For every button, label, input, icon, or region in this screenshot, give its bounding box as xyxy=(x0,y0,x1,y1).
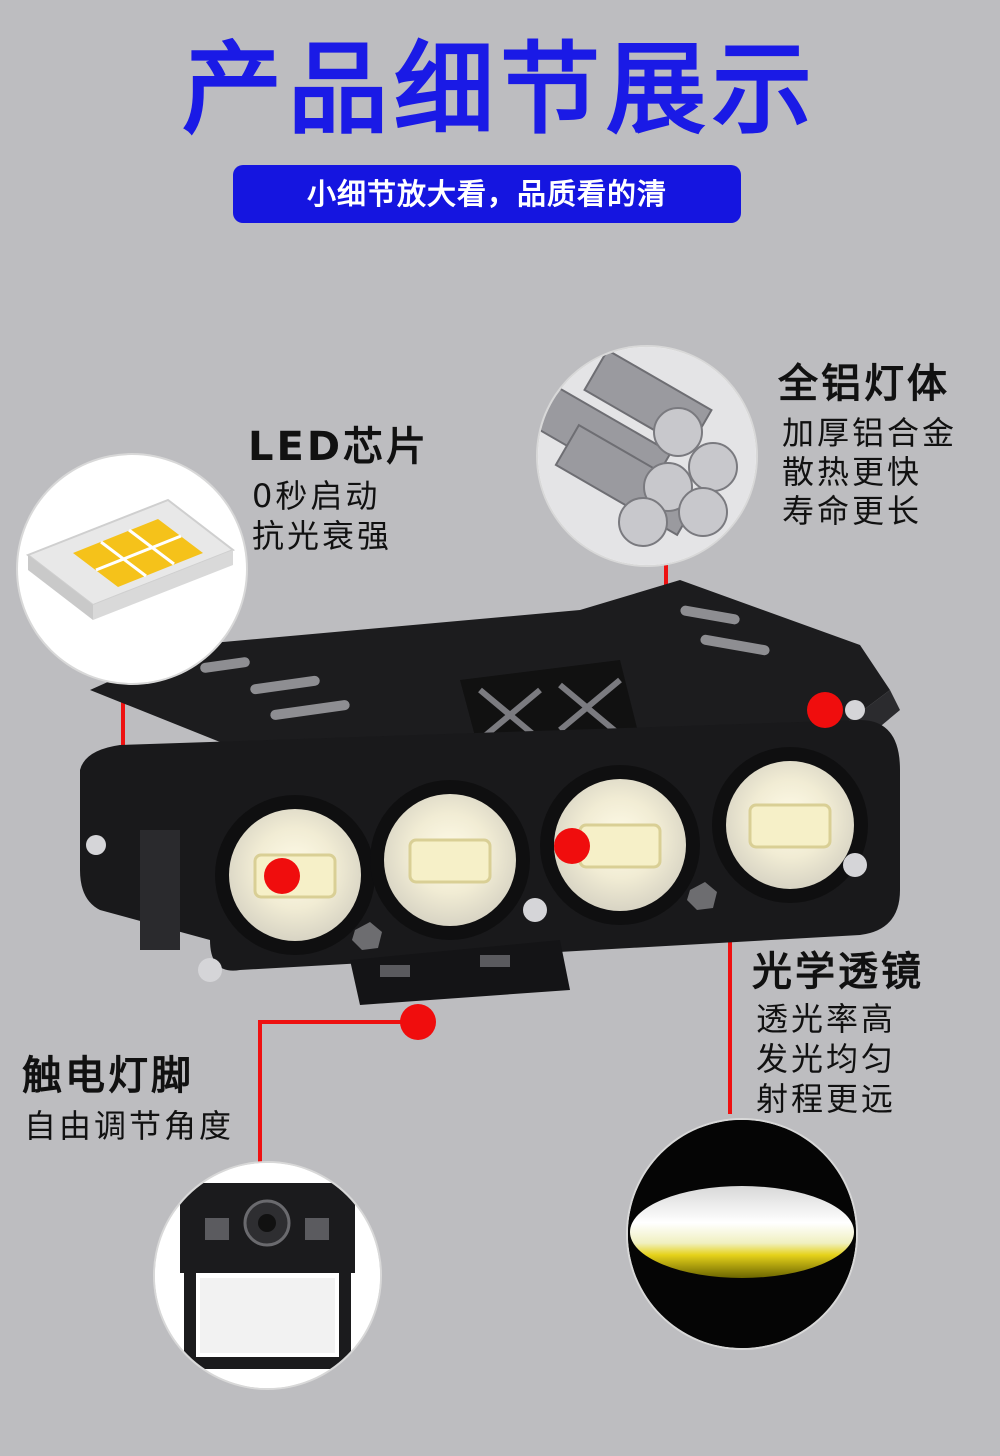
feature-led-title: LED芯片 xyxy=(248,424,430,470)
page-title: 产品细节展示 xyxy=(182,31,818,148)
marker-led xyxy=(264,858,300,894)
marker-body xyxy=(807,692,843,728)
feature-body-line-1: 加厚铝合金 xyxy=(782,414,958,452)
bracket-detail xyxy=(155,1163,380,1388)
lens-4 xyxy=(712,747,868,903)
feature-bracket-line-1: 自由调节角度 xyxy=(24,1107,235,1145)
feature-led-line-2: 抗光衰强 xyxy=(252,517,393,555)
lens-3 xyxy=(540,765,700,925)
connector-bracket-vertical xyxy=(258,1020,262,1165)
feature-lens-line-1: 透光率高 xyxy=(756,1000,897,1038)
feature-body-line-2: 散热更快 xyxy=(782,453,923,491)
feature-led-line-1: 0秒启动 xyxy=(252,477,381,515)
marker-lens xyxy=(554,828,590,864)
feature-lens-line-2: 发光均匀 xyxy=(756,1040,897,1078)
feature-body-line-3: 寿命更长 xyxy=(782,492,923,530)
led-chip-detail xyxy=(18,455,246,683)
marker-bracket xyxy=(400,1004,436,1040)
led-chip-image xyxy=(25,498,236,620)
connector-lens-vertical xyxy=(728,844,732,1114)
lens-2 xyxy=(370,780,530,940)
feature-body-title: 全铝灯体 xyxy=(778,361,950,407)
subtitle-badge: 小细节放大看，品质看的清 xyxy=(233,165,741,223)
feature-lens-line-3: 射程更远 xyxy=(756,1080,897,1118)
light-beam-detail xyxy=(628,1120,856,1348)
feature-lens-title: 光学透镜 xyxy=(752,949,924,995)
connector-bracket-horizontal xyxy=(258,1020,418,1024)
feature-bracket-title: 触电灯脚 xyxy=(22,1053,194,1099)
aluminum-rods-detail xyxy=(538,347,756,565)
headlight-product-image xyxy=(80,580,900,1005)
aluminum-rods-image xyxy=(538,347,756,565)
light-beam-image xyxy=(628,1120,856,1348)
bracket-image xyxy=(155,1163,380,1388)
